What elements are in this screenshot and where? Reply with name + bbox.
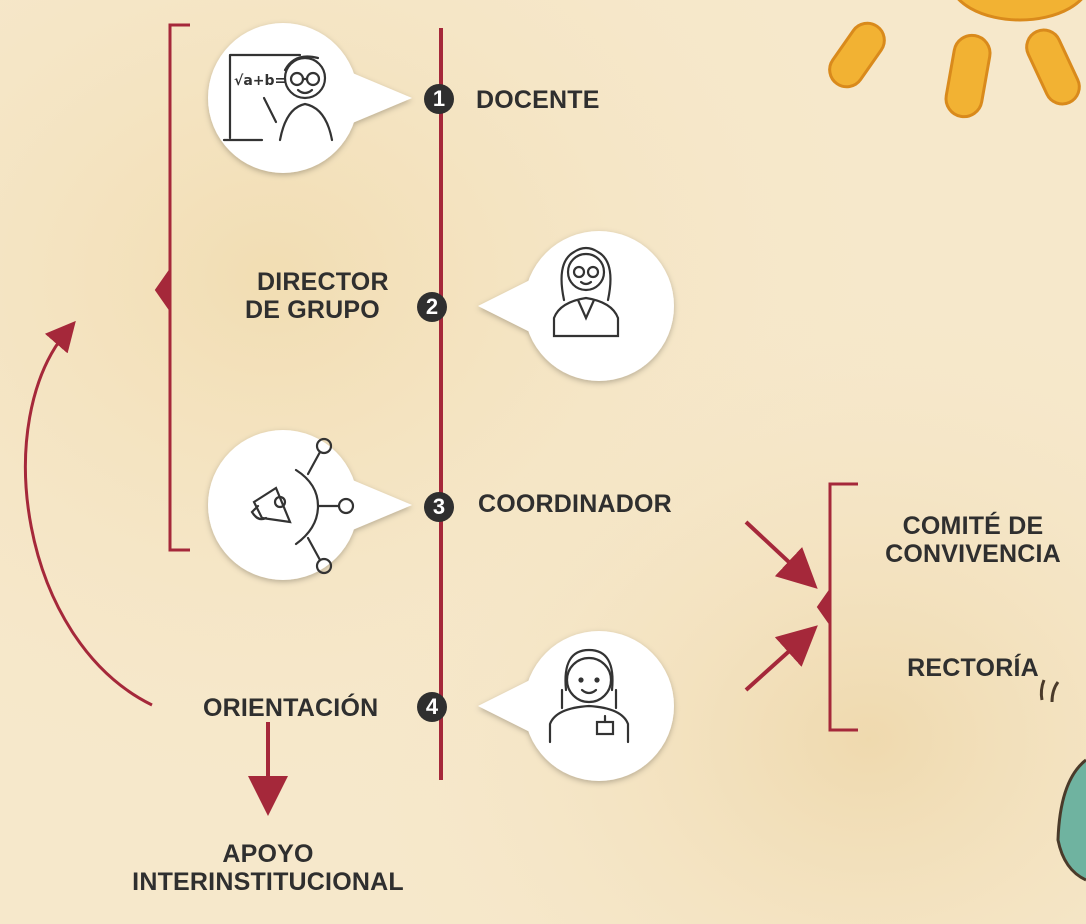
arrow-coordinador-to-committee xyxy=(744,520,818,589)
rectoria-label: RECTORÍA xyxy=(907,654,1039,682)
svg-text:√a+b=: √a+b= xyxy=(234,73,286,89)
teacher-bubble xyxy=(208,23,412,173)
right-bracket-pointer xyxy=(816,589,831,625)
step-4-badge: 4 xyxy=(417,692,447,722)
apoyo-label-line1: APOYO xyxy=(222,840,314,868)
director-icon xyxy=(552,246,620,338)
step-1-label: DOCENTE xyxy=(476,86,600,114)
step-4-label: ORIENTACIÓN xyxy=(203,694,379,722)
apoyo-label-line2: INTERINSTITUCIONAL xyxy=(132,868,404,896)
step-3-label: COORDINADOR xyxy=(478,490,672,518)
step-2-badge: 2 xyxy=(417,292,447,322)
teacher-icon: √a+b= xyxy=(222,53,334,142)
sun-decoration xyxy=(828,0,1083,119)
megaphone-icon xyxy=(250,437,355,575)
return-arrow xyxy=(24,320,153,707)
bracket-pointer xyxy=(154,269,171,311)
committee-label-line1: COMITÉ DE xyxy=(902,512,1044,540)
committee-label-line2: CONVIVENCIA xyxy=(885,540,1061,568)
step-1-badge: 1 xyxy=(424,84,454,114)
arrow-orientacion-to-committee xyxy=(744,625,818,692)
counselor-icon xyxy=(548,648,630,744)
step-3-badge: 3 xyxy=(424,492,454,522)
step-2-label-line1: DIRECTOR xyxy=(257,268,389,296)
character-decoration xyxy=(1039,679,1086,882)
step-2-label-line2: DE GRUPO xyxy=(245,296,380,324)
